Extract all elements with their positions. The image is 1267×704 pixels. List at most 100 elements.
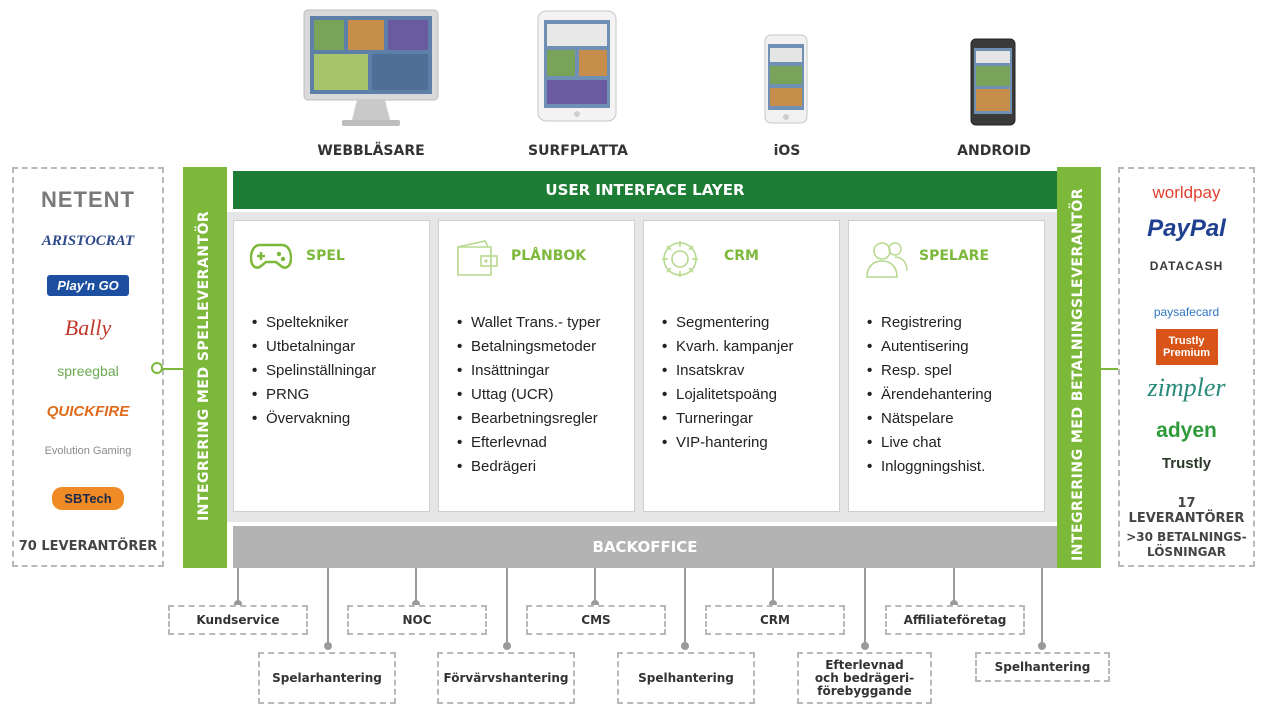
- list-item: Betalningsmetoder: [457, 335, 600, 359]
- module-planbok[interactable]: PLÅNBOK Wallet Trans.- typer Betalningsm…: [438, 220, 635, 512]
- list-item: Övervakning: [252, 407, 376, 431]
- desktop-monitor-icon: [302, 8, 440, 130]
- device-label-ios: iOS: [773, 143, 801, 159]
- logo-evolution: Evolution Gaming: [44, 445, 132, 457]
- payment-integration-bar: INTEGRERING MED BETALNINGSLEVERANTÖR: [1057, 167, 1101, 568]
- logo-bally: Bally: [64, 315, 112, 340]
- logo-adyen: adyen: [1156, 419, 1217, 442]
- right-connector-line: [1101, 368, 1129, 370]
- module-crm[interactable]: CRM Segmentering Kvarh. kampanjer Insats…: [643, 220, 840, 512]
- module-crm-list: Segmentering Kvarh. kampanjer Insatskrav…: [662, 311, 794, 455]
- ui-layer-bar: USER INTERFACE LAYER: [233, 171, 1057, 209]
- connector-cms: [594, 568, 596, 606]
- backoffice-bar: BACKOFFICE: [233, 526, 1057, 568]
- connector-noc: [415, 568, 417, 606]
- device-label-surfplatta: SURFPLATTA: [528, 143, 628, 159]
- list-item: Turneringar: [662, 407, 794, 431]
- connector-affiliate: [953, 568, 955, 606]
- connector-crm: [772, 568, 774, 606]
- logo-sbtech-badge: SBTech: [52, 487, 124, 510]
- service-spelhantering-2[interactable]: Spelhantering: [975, 652, 1110, 682]
- wallet-icon: [455, 239, 501, 282]
- service-efterlevnad[interactable]: Efterlevnad och bedrägeri-förebyggande: [797, 652, 932, 704]
- list-item: Registrering: [867, 311, 992, 335]
- android-phone-icon: [970, 38, 1016, 126]
- list-item: Efterlevnad: [457, 431, 600, 455]
- payment-solutions-label: LÖSNINGAR: [1147, 545, 1226, 559]
- logo-worldpay: worldpay: [1152, 183, 1221, 202]
- service-cms[interactable]: CMS: [526, 605, 666, 635]
- list-item: Wallet Trans.- typer: [457, 311, 600, 335]
- list-item: Uttag (UCR): [457, 383, 600, 407]
- service-crm[interactable]: CRM: [705, 605, 845, 635]
- crm-gear-icon: [660, 239, 700, 284]
- list-item: Insättningar: [457, 359, 600, 383]
- service-spelhantering-1[interactable]: Spelhantering: [617, 652, 755, 704]
- logo-aristocrat: ARISTOCRAT: [41, 233, 135, 249]
- list-item: Spelinställningar: [252, 359, 376, 383]
- payment-providers-box: worldpay PayPal DATACASH paysafecard Tru…: [1118, 167, 1255, 567]
- module-spelare-title: SPELARE: [919, 248, 990, 264]
- payment-solutions-count: >30 BETALNINGS-: [1126, 530, 1247, 544]
- service-forvarvshantering[interactable]: Förvärvshantering: [437, 652, 575, 704]
- list-item: Segmentering: [662, 311, 794, 335]
- connector-dot: [681, 642, 689, 650]
- list-item: Autentisering: [867, 335, 992, 359]
- list-item: Ärendehantering: [867, 383, 992, 407]
- module-spel[interactable]: SPEL Speltekniker Utbetalningar Spelinst…: [233, 220, 430, 512]
- game-integration-label: INTEGRERING MED SPELLEVERANTÖR: [196, 210, 212, 521]
- connector-dot: [234, 600, 242, 608]
- logo-quickfire: QUICKFIRE: [46, 403, 130, 420]
- connector-dot: [1038, 642, 1046, 650]
- module-spelare-list: Registrering Autentisering Resp. spel Är…: [867, 311, 992, 479]
- connector-dot: [950, 600, 958, 608]
- game-providers-count: 70 LEVERANTÖRER: [18, 539, 158, 554]
- module-planbok-list: Wallet Trans.- typer Betalningsmetoder I…: [457, 311, 600, 479]
- connector-kundservice: [237, 568, 239, 606]
- list-item: Kvarh. kampanjer: [662, 335, 794, 359]
- players-icon: [865, 239, 909, 284]
- list-item: Lojalitetspoäng: [662, 383, 794, 407]
- payment-integration-label: INTEGRERING MED BETALNINGSLEVERANTÖR: [1070, 187, 1086, 561]
- connector-dot: [412, 600, 420, 608]
- logo-trustly: Trustly: [1161, 455, 1212, 472]
- connector-spelhantering-2: [1041, 568, 1043, 648]
- connector-spelhantering-1: [684, 568, 686, 648]
- connector-efterlevnad: [864, 568, 866, 648]
- logo-playngo: Play'n GO: [14, 275, 162, 296]
- connector-dot: [861, 642, 869, 650]
- list-item: Bedrägeri: [457, 455, 600, 479]
- module-spelare[interactable]: SPELARE Registrering Autentisering Resp.…: [848, 220, 1045, 512]
- device-label-webblasare: WEBBLÄSARE: [317, 143, 425, 159]
- game-providers-box: NETENT ARISTOCRAT Play'n GO Bally spreeg…: [12, 167, 164, 567]
- list-item: VIP-hantering: [662, 431, 794, 455]
- module-spel-title: SPEL: [306, 248, 345, 264]
- logo-netent: NETENT: [41, 187, 135, 212]
- connector-dot: [591, 600, 599, 608]
- list-item: Utbetalningar: [252, 335, 376, 359]
- logo-zimpler: zimpler: [1147, 373, 1226, 402]
- connector-dot: [769, 600, 777, 608]
- device-label-android: ANDROID: [957, 143, 1031, 159]
- module-planbok-title: PLÅNBOK: [511, 248, 587, 264]
- service-affiliate[interactable]: Affiliateföretag: [885, 605, 1025, 635]
- list-item: Resp. spel: [867, 359, 992, 383]
- list-item: PRNG: [252, 383, 376, 407]
- logo-datacash: DATACASH: [1149, 259, 1224, 273]
- connector-dot: [503, 642, 511, 650]
- service-kundservice[interactable]: Kundservice: [168, 605, 308, 635]
- logo-paypal: PayPal: [1147, 215, 1226, 242]
- gamepad-icon: [249, 239, 293, 278]
- list-item: Bearbetningsregler: [457, 407, 600, 431]
- service-spelarhantering[interactable]: Spelarhantering: [258, 652, 396, 704]
- connector-spelarhantering: [327, 568, 329, 648]
- connector-dot: [324, 642, 332, 650]
- iphone-icon: [764, 34, 808, 124]
- logo-trustly-premium: Trustly Premium: [1120, 329, 1253, 365]
- service-noc[interactable]: NOC: [347, 605, 487, 635]
- left-connector-dot: [151, 362, 163, 374]
- logo-paysafecard: paysafecard: [1153, 305, 1220, 319]
- module-crm-title: CRM: [724, 248, 759, 264]
- list-item: Insatskrav: [662, 359, 794, 383]
- logo-playngo-badge: Play'n GO: [47, 275, 129, 296]
